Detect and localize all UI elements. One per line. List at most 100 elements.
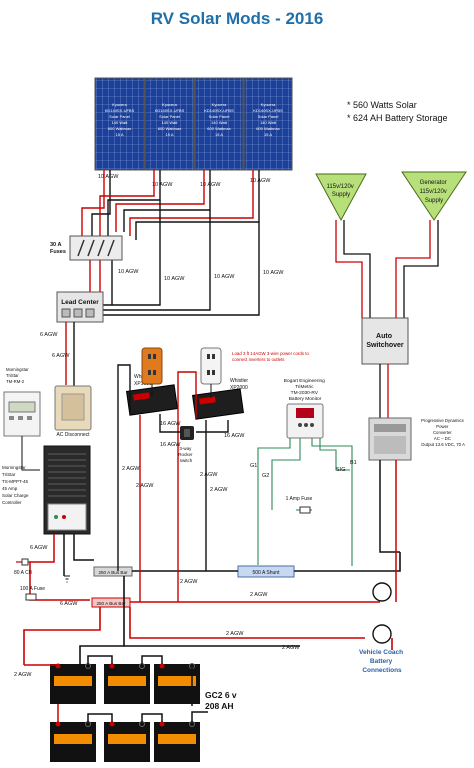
panel-text-line: 140 Watt [112,120,129,125]
b1-label: B1 [350,460,357,466]
ts-meter-label-line: TM-RM-2 [6,379,25,384]
panel-text-line: Kyocera [162,102,177,107]
cb-80a-label: 80 A CB [14,570,33,576]
wire-label-6agw: 6 AGW [40,332,58,338]
wire-label-2agw: 2 AGW [226,631,244,637]
outlet-white [200,347,222,385]
panel-text-line: 15 A [115,132,123,137]
shunt-label: 500 A Shunt [253,570,281,576]
panel-text-line: Solar Panel [159,114,180,119]
main-bus-wires [23,552,401,665]
converter-label: Progressive Dynamics Power Converter AC … [421,418,465,447]
wire-label-2agw: 2 AGW [122,466,140,472]
supply-right-label-line: Supply [425,198,443,204]
supply-left-label-line: 115v/120v [327,184,354,190]
ts-meter-label: Morningstar TriStar TM-RM-2 [6,367,30,384]
charge-controller-label: Morningstar TriStar TS-MPPT-45 45 Amp So… [2,465,30,505]
inverter-wires [117,364,229,602]
bus-bar-bottom-label: 250 A Bus Bar [96,601,126,606]
panel-text-line: Solar Panel [209,114,230,119]
panel-text-line: 15 A [264,132,272,137]
fuses-label-line: Fuses [50,249,66,255]
wire-label-6agw: 6 AGW [60,601,78,607]
fuse-1amp: 1 Amp Fuse [286,496,313,514]
wire-label-2agw: 2 AGW [282,645,300,651]
wire-label-2agw: 2 AGW [210,487,228,493]
rocker-label: 3-way Rocker switch [178,446,194,463]
monitor-label-line: TriMetric [295,384,314,390]
power-converter: Progressive Dynamics Power Converter AC … [368,417,465,461]
panel-text-line: 600 Wattmax [158,126,181,131]
panel-wires [81,170,260,316]
panel-text-line: Kyocera [112,102,127,107]
converter-label-line: Power [436,424,449,429]
fuse-1amp-label: 1 Amp Fuse [286,496,313,502]
converter-label-line: Output 13.6 VDC, 70 A [421,442,465,447]
wire-label-10agw: 10 AGW [214,274,235,280]
battery-spec-line: GC2 6 v [205,690,237,700]
fuses-label-line: 30 A [50,242,61,248]
panel-text-line: 600 Wattmax [256,126,279,131]
xp2000-label-line: Whistler [230,378,248,384]
panel-text-line: Kyocera [261,102,276,107]
panel-text-line: 600 Wattmax [207,126,230,131]
outlet-note-line: Load 3 ft 14AGW 3-wire power cords to [232,351,309,356]
solar-panel-1: Kyocera KD140SX-UFBS Solar Panel 140 Wat… [94,77,145,171]
monitor-sense-labels: G1 G2 B1 SIG [250,460,357,479]
fuses-label: 30 A Fuses [50,242,66,255]
ground-symbol [64,575,70,583]
wire-label-10agw: 10 AGW [250,178,271,184]
battery-monitor: Bogart Engineering TriMetric TM-2030-RV … [284,378,325,439]
outlet-note: Load 3 ft 14AGW 3-wire power cords to co… [232,351,310,362]
supply-wires [335,220,439,318]
panel-text-line: KD140SX-UFBS [155,108,185,113]
panel-text-line: 15 A [215,132,223,137]
wire-label-10agw: 10 AGW [118,269,139,275]
spec-battery: * 624 AH Battery Storage [347,113,448,123]
monitor-label-line: Battery Monitor [289,396,322,402]
charge-controller-label-line: Morningstar [2,465,26,470]
g2-label: G2 [262,473,269,479]
solar-panel-3: Kyocera KD140SX-UFBS Solar Panel 140 Wat… [194,77,244,171]
lead-center: Lead Center [56,291,104,323]
converter-label-line: AC – DC [434,436,451,441]
supply-left-label-line: Supply [332,192,350,198]
wire-label-2agw: 2 AGW [200,472,218,478]
supply-right-label-line: 115v/120v [420,189,447,195]
lead-center-label: Lead Center [61,299,99,306]
vehicle-connections-label-line: Battery [370,658,393,665]
panel-text-line: 15 A [165,132,173,137]
panel-text-1: Kyocera KD140SX-UFBS Solar Panel 140 Wat… [105,102,135,137]
battery-spec-label: GC2 6 v 208 AH [205,690,239,711]
breaker-80a: 80 A CB [14,558,33,576]
wire-label-6agw: 6 AGW [52,353,70,359]
charge-controller-label-line: 45 Amp [2,486,18,491]
converter-label-line: Converter [433,430,452,435]
wire-label-10agw: 10 AGW [200,182,221,188]
battery-bottom-2 [104,721,150,762]
sig-label: SIG [336,467,345,473]
wire-label-6agw: 6 AGW [30,545,48,551]
auto-switchover-label-line: Switchover [366,342,404,349]
bus-bar-top-label: 250 A Bus Bar [98,570,128,575]
wire-label-2agw: 2 AGW [180,579,198,585]
meter-cable [21,436,40,471]
panel-text-line: 140 Watt [211,120,228,125]
inverter-xp2000: Whistler XP2000 [191,378,248,420]
outlet-orange [141,347,163,385]
panel-text-line: 140 Watt [260,120,277,125]
charge-controller-label-line: Solar Charge [2,493,29,498]
wire-label-10agw: 10 AGW [152,182,173,188]
supply-left-label: 115v/120v Supply [327,184,356,198]
battery-top-2 [104,663,150,704]
panel-wire-labels: 10 AGW 10 AGW 10 AGW 10 AGW 10 AGW 10 AG… [98,174,284,282]
power-cords [151,384,212,398]
diagram-title: RV Solar Mods - 2016 [151,9,324,28]
charge-controller: Morningstar TriStar TS-MPPT-45 45 Amp So… [2,445,91,535]
ts-meter-label-line: TriStar [6,373,19,378]
tristar-meter: Morningstar TriStar TM-RM-2 [3,367,41,437]
ts-meter-label-line: Morningstar [6,367,29,372]
panel-text-line: 140 Watt [162,120,179,125]
wire-label-10agw: 10 AGW [98,174,119,180]
